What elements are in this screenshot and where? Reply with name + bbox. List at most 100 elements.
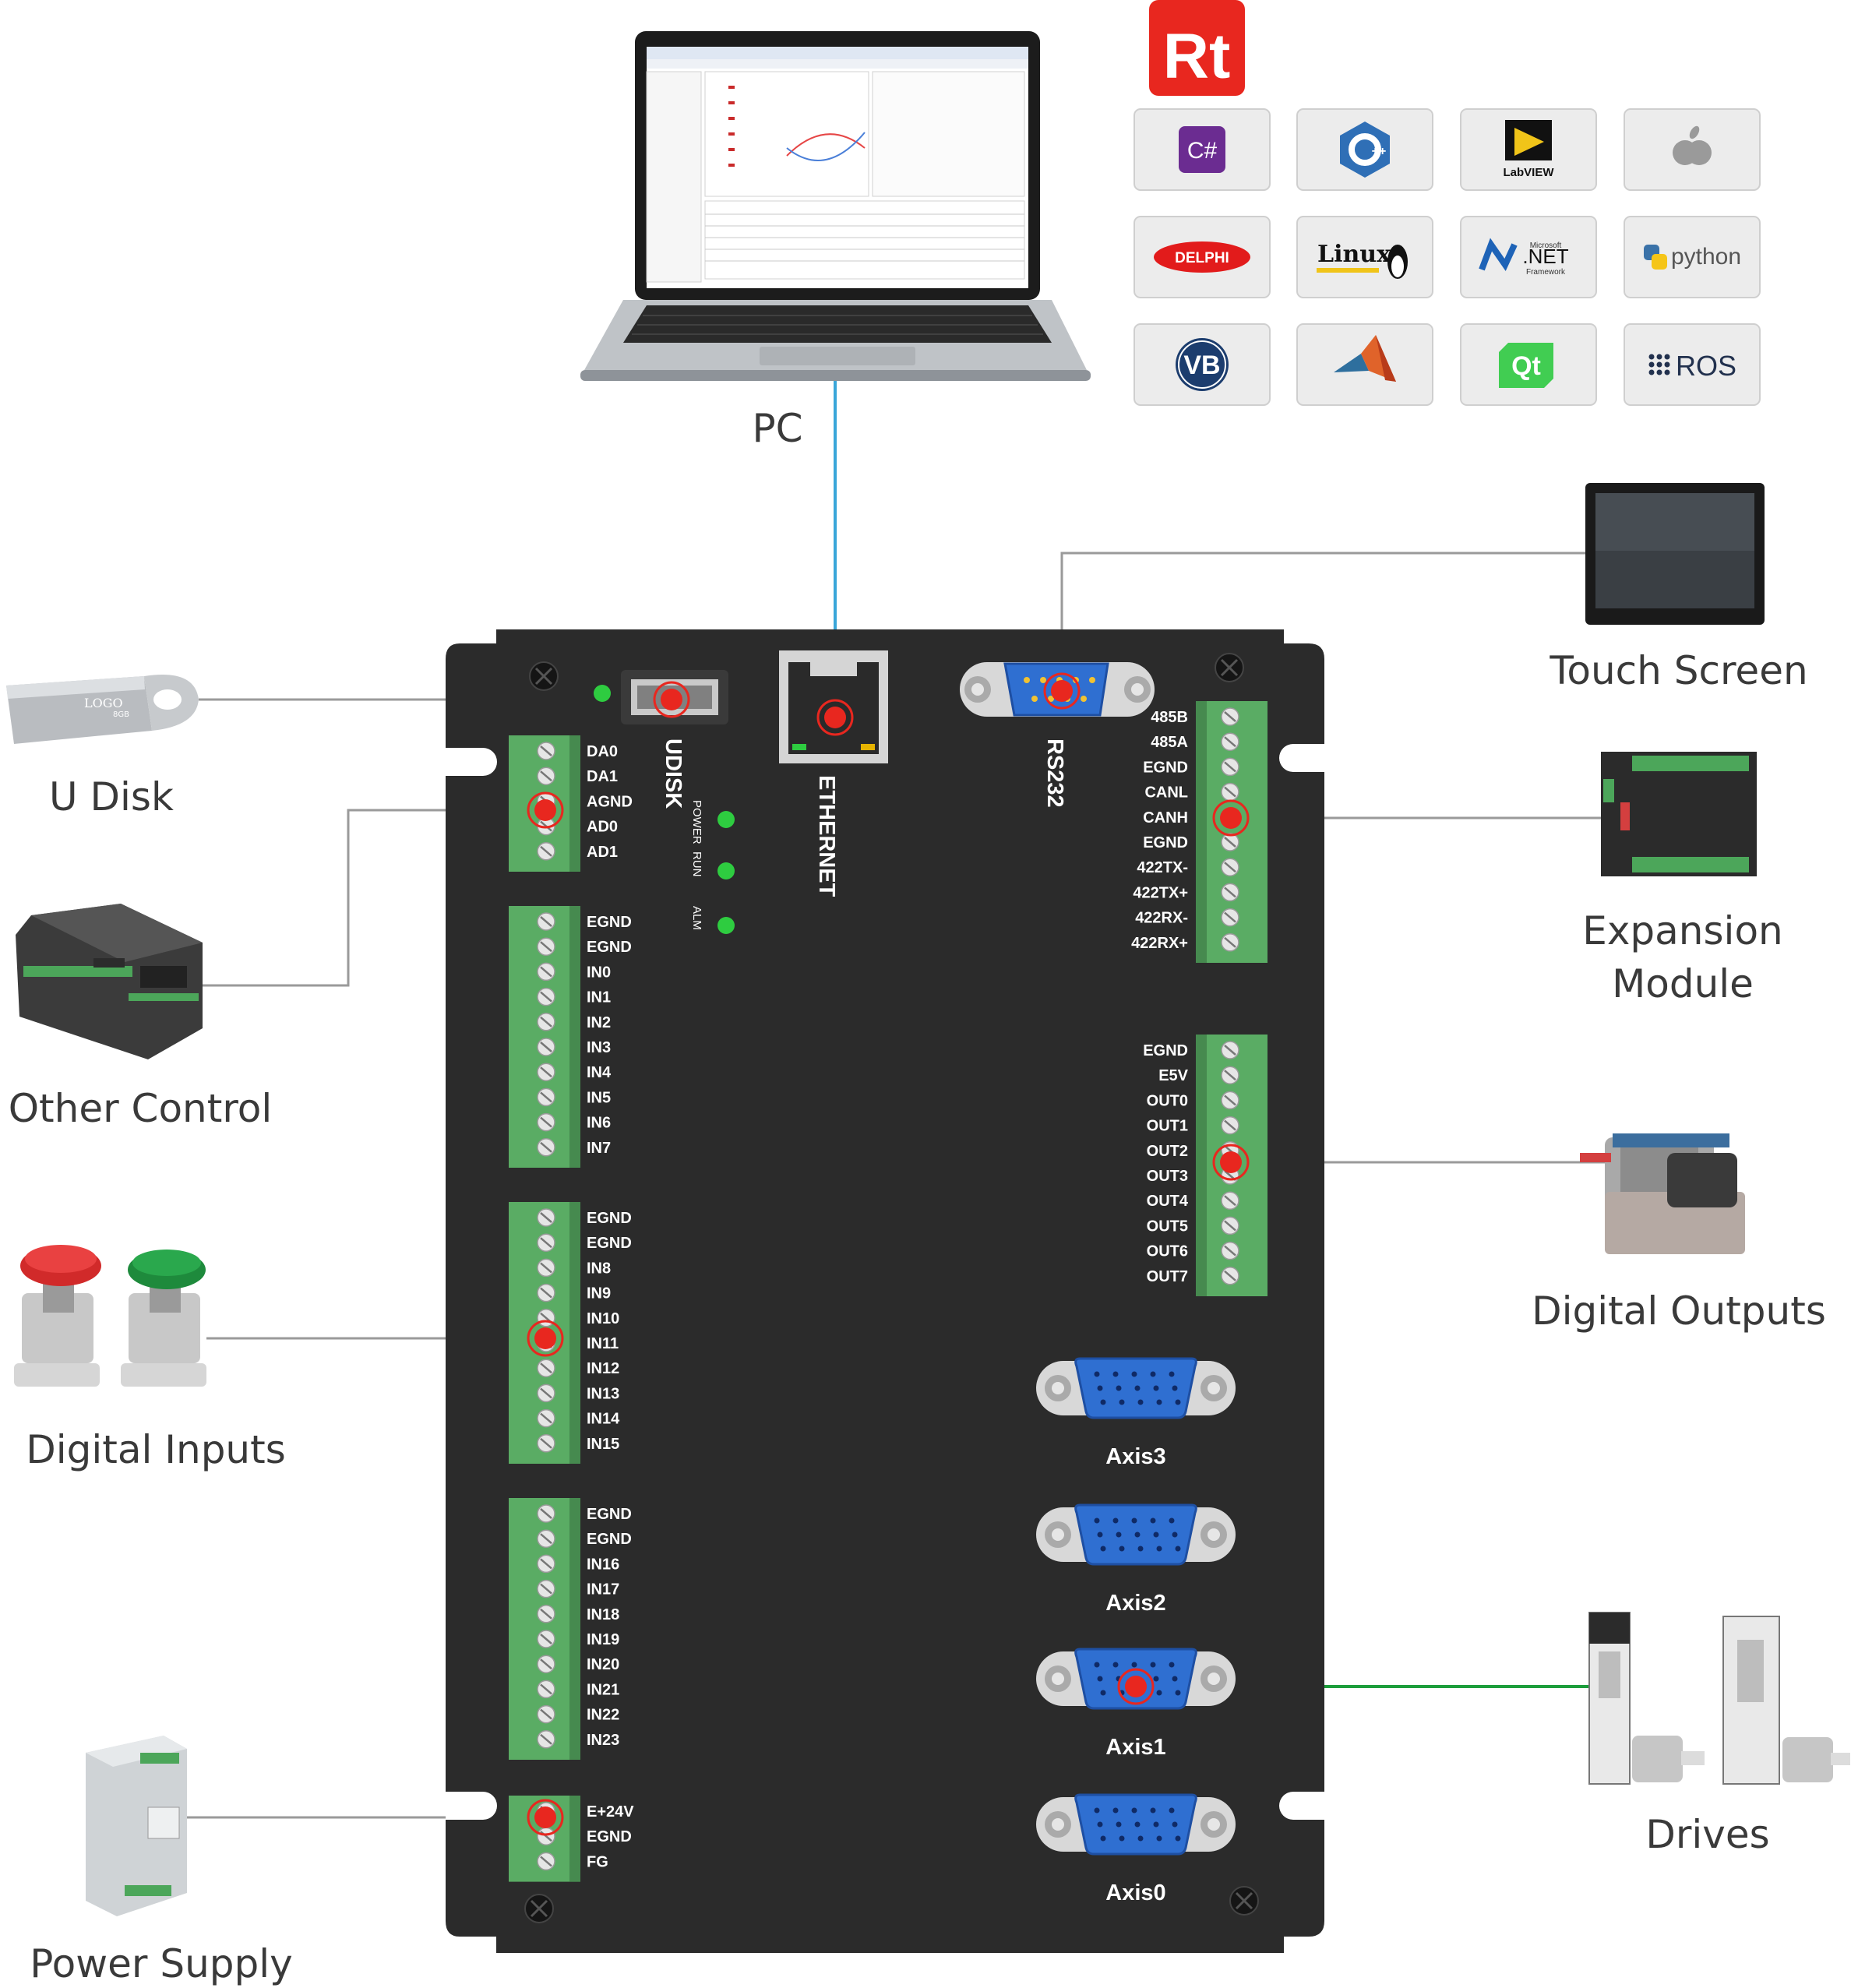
terminal-label: IN8 xyxy=(587,1260,611,1277)
terminal-label: OUT6 xyxy=(1147,1243,1188,1260)
other-control-label: Other Control xyxy=(9,1086,273,1131)
terminal-pin[interactable]: EGND xyxy=(537,1233,632,1252)
terminal-pin[interactable]: 485B xyxy=(1151,707,1239,726)
terminal-pin[interactable]: CANL xyxy=(1144,782,1239,802)
terminal-pin[interactable]: E5V xyxy=(1158,1066,1239,1084)
terminal-pin[interactable]: DA0 xyxy=(537,742,618,760)
terminal-label: IN6 xyxy=(587,1115,611,1132)
terminal-pin[interactable]: IN7 xyxy=(537,1138,611,1157)
terminal-pin[interactable]: IN12 xyxy=(537,1359,619,1377)
terminal-pin[interactable]: OUT7 xyxy=(1147,1267,1239,1285)
udisk-capacity-text: 8GB xyxy=(113,710,129,719)
terminal-pin[interactable]: IN19 xyxy=(537,1630,619,1648)
axis-connector-axis0[interactable]: Axis0 xyxy=(1036,1793,1236,1905)
terminal-label: IN22 xyxy=(587,1707,619,1724)
terminal-pin[interactable]: IN6 xyxy=(537,1112,611,1132)
terminal-pin[interactable]: IN14 xyxy=(537,1408,620,1428)
terminal-pin[interactable]: EGND xyxy=(537,937,632,956)
terminal-label: EGND xyxy=(587,1531,632,1548)
terminal-pin[interactable]: EGND xyxy=(537,1208,632,1227)
terminal-label: IN4 xyxy=(587,1064,612,1081)
terminal-pin[interactable]: IN8 xyxy=(537,1258,611,1277)
touch-screen-image xyxy=(1585,483,1765,625)
terminal-pin[interactable]: IN16 xyxy=(537,1554,619,1573)
terminal-pin[interactable]: IN20 xyxy=(537,1655,619,1673)
terminal-pin[interactable]: IN1 xyxy=(537,987,611,1006)
digital-outputs-label: Digital Outputs xyxy=(1532,1288,1826,1334)
terminal-pin[interactable]: 422RX+ xyxy=(1131,933,1239,952)
power-supply-image xyxy=(86,1736,187,1916)
terminal-pin[interactable]: IN13 xyxy=(537,1383,619,1402)
svg-text:Qt: Qt xyxy=(1511,351,1541,381)
terminal-pin[interactable]: FG xyxy=(537,1852,608,1870)
connection-marker xyxy=(527,1320,564,1357)
terminal-pin[interactable]: IN15 xyxy=(537,1434,619,1453)
software-tile-csharp: C# xyxy=(1134,108,1271,191)
terminal-label: IN10 xyxy=(587,1310,619,1327)
terminal-label: IN1 xyxy=(587,989,611,1006)
ethernet-port[interactable]: ETHERNET xyxy=(779,650,888,897)
terminal-label: E5V xyxy=(1158,1067,1188,1084)
terminal-pin[interactable]: IN3 xyxy=(537,1038,611,1056)
led-light xyxy=(717,811,735,828)
brand-logo-text: Rt xyxy=(1163,21,1231,92)
terminal-label: IN17 xyxy=(587,1581,619,1599)
svg-text:DELPHI: DELPHI xyxy=(1175,250,1229,266)
terminal-label: EGND xyxy=(587,939,632,956)
terminal-pin[interactable]: IN5 xyxy=(537,1087,611,1106)
connection-marker xyxy=(653,681,690,718)
terminal-pin[interactable]: IN21 xyxy=(537,1680,619,1698)
terminal-label: IN5 xyxy=(587,1089,611,1106)
pc-label: PC xyxy=(752,406,802,451)
terminal-pin[interactable]: IN0 xyxy=(537,962,611,981)
terminal-pin[interactable]: IN9 xyxy=(537,1283,611,1302)
terminal-pin[interactable]: EGND xyxy=(1143,1041,1239,1059)
svg-text:Framework: Framework xyxy=(1526,268,1566,277)
terminal-pin[interactable]: OUT5 xyxy=(1147,1216,1239,1235)
terminal-label: FG xyxy=(587,1853,608,1870)
led-alm: ALM xyxy=(690,906,735,934)
terminal-pin[interactable]: EGND xyxy=(537,1529,632,1548)
axis-connector-axis2[interactable]: Axis2 xyxy=(1036,1503,1236,1616)
linux-icon: Linux xyxy=(1317,241,1408,279)
terminal-label: IN21 xyxy=(587,1681,619,1698)
terminal-label: IN14 xyxy=(587,1411,620,1428)
connection-markers xyxy=(527,672,1250,1836)
terminal-pin[interactable]: AD1 xyxy=(537,842,618,861)
terminal-pin[interactable]: IN23 xyxy=(537,1730,619,1749)
terminal-pin[interactable]: EGND xyxy=(1143,757,1239,776)
software-tile-qt: Qt xyxy=(1460,323,1597,406)
terminal-pin[interactable]: AGND xyxy=(537,791,633,810)
software-grid: C# ++ LabVIEW DELPHI Linux Microsoft.NETFrame… xyxy=(1134,108,1761,406)
terminal-pin[interactable]: 422RX- xyxy=(1135,908,1239,927)
terminal-label: IN15 xyxy=(587,1436,619,1453)
software-tile-cplusplus: ++ xyxy=(1296,108,1433,191)
terminal-pin[interactable]: IN18 xyxy=(537,1605,619,1623)
terminal-label: 422RX+ xyxy=(1131,935,1188,952)
terminal-label: EGND xyxy=(587,1210,632,1227)
svg-text:Microsoft: Microsoft xyxy=(1530,241,1562,250)
terminal-pin[interactable]: OUT4 xyxy=(1147,1191,1239,1210)
terminal-pin[interactable]: IN17 xyxy=(537,1579,619,1599)
terminal-pin[interactable]: OUT6 xyxy=(1147,1241,1239,1260)
terminal-pin[interactable]: DA1 xyxy=(537,767,618,785)
terminal-pin[interactable]: EGND xyxy=(1143,833,1239,851)
connection-marker xyxy=(1212,1144,1250,1181)
terminal-pin[interactable]: 422TX+ xyxy=(1133,883,1239,901)
terminal-label: OUT4 xyxy=(1147,1193,1189,1210)
connection-marker xyxy=(527,791,564,829)
terminal-pin[interactable]: EGND xyxy=(537,912,632,931)
terminal-pin[interactable]: OUT1 xyxy=(1147,1116,1239,1135)
terminal-pin[interactable]: EGND xyxy=(537,1504,632,1523)
terminal-pin[interactable]: 485A xyxy=(1151,732,1239,751)
software-tile-labview: LabVIEW xyxy=(1460,108,1597,191)
terminal-pin[interactable]: IN4 xyxy=(537,1063,612,1081)
terminal-pin[interactable]: IN2 xyxy=(537,1013,611,1031)
terminal-pin[interactable]: IN22 xyxy=(537,1704,619,1724)
axis-connector-axis3[interactable]: Axis3 xyxy=(1036,1357,1236,1469)
terminal-pin[interactable]: 422TX- xyxy=(1137,858,1239,876)
terminal-pin[interactable]: OUT0 xyxy=(1147,1091,1239,1109)
